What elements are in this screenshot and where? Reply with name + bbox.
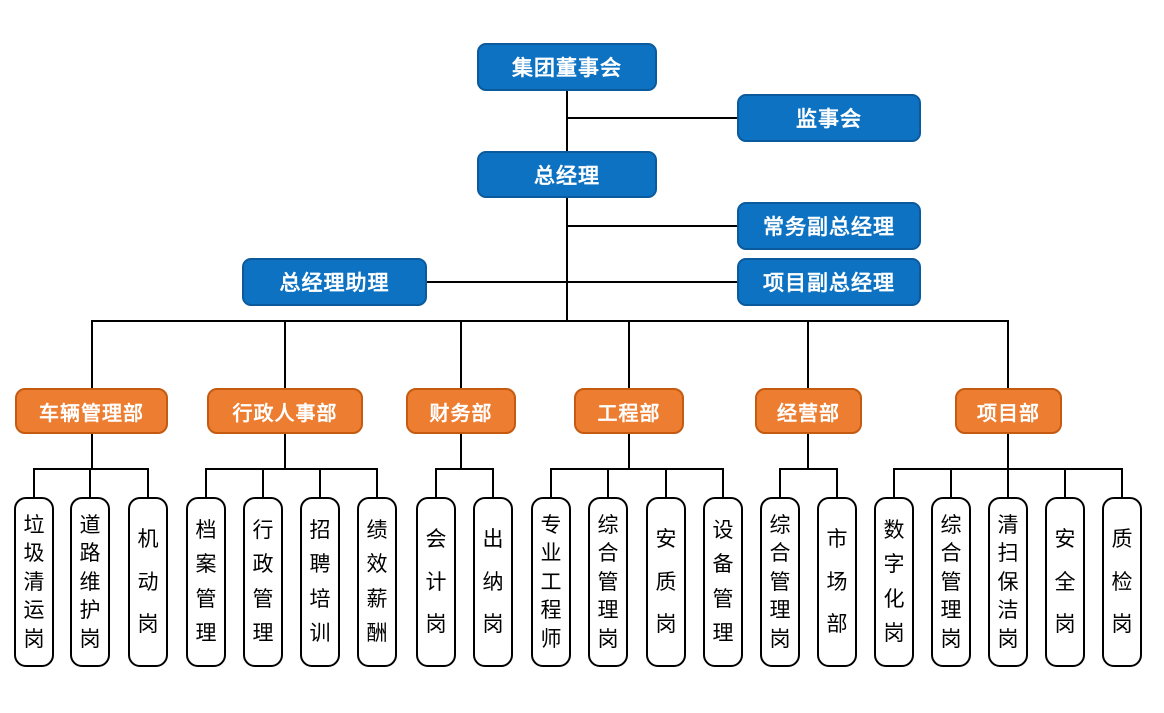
position-box: 专业工程师 — [531, 497, 571, 667]
connector-line — [550, 468, 552, 497]
dept-engineering: 工程部 — [574, 388, 684, 434]
connector-line — [722, 468, 724, 497]
position-label: 市场部 — [826, 526, 848, 637]
position-label: 行政管理 — [252, 518, 274, 645]
position-label: 垃圾清运岗 — [23, 512, 45, 651]
position-label: 数字化岗 — [883, 518, 905, 645]
position-label: 清扫保洁岗 — [997, 512, 1019, 651]
position-label: 综合管理岗 — [597, 512, 619, 651]
dept-operations: 经营部 — [755, 388, 862, 434]
connector-line — [628, 320, 630, 388]
connector-line — [91, 434, 93, 468]
position-box: 质检岗 — [1102, 497, 1142, 667]
connector-line — [567, 117, 737, 119]
position-label: 档案管理 — [195, 518, 217, 645]
connector-line — [435, 468, 437, 497]
connector-line — [1007, 468, 1009, 497]
dept-admin-hr: 行政人事部 — [207, 388, 363, 434]
position-label: 道路维护岗 — [79, 512, 101, 651]
position-box: 绩效薪酬 — [357, 497, 397, 667]
position-box: 综合管理岗 — [760, 497, 800, 667]
position-label: 设备管理 — [712, 518, 734, 645]
position-box: 垃圾清运岗 — [14, 497, 54, 667]
connector-line — [427, 281, 737, 283]
position-box: 综合管理岗 — [931, 497, 971, 667]
connector-line — [628, 434, 630, 468]
connector-line — [950, 468, 952, 497]
dept-vehicle-management: 车辆管理部 — [15, 388, 168, 434]
position-box: 清扫保洁岗 — [988, 497, 1028, 667]
connector-line — [435, 468, 493, 470]
connector-line — [566, 91, 568, 153]
position-label: 专业工程师 — [540, 512, 562, 651]
dept-finance: 财务部 — [406, 388, 516, 434]
node-group-board: 集团董事会 — [477, 43, 657, 91]
connector-line — [205, 468, 377, 470]
connector-line — [91, 320, 93, 388]
position-box: 市场部 — [817, 497, 857, 667]
connector-line — [33, 468, 35, 497]
connector-line — [566, 198, 568, 322]
connector-line — [1007, 434, 1009, 468]
connector-line — [550, 468, 723, 470]
position-box: 会计岗 — [416, 497, 456, 667]
position-box: 道路维护岗 — [70, 497, 110, 667]
position-box: 行政管理 — [243, 497, 283, 667]
connector-line — [205, 468, 207, 497]
connector-line — [262, 468, 264, 497]
connector-line — [460, 320, 462, 388]
position-box: 综合管理岗 — [588, 497, 628, 667]
position-box: 招聘培训 — [300, 497, 340, 667]
connector-line — [284, 434, 286, 468]
position-label: 绩效薪酬 — [366, 518, 388, 645]
position-box: 安质岗 — [646, 497, 686, 667]
position-box: 档案管理 — [186, 497, 226, 667]
position-label: 安全岗 — [1054, 526, 1076, 637]
connector-line — [1121, 468, 1123, 497]
node-general-manager: 总经理 — [477, 151, 657, 198]
connector-line — [1007, 320, 1009, 388]
connector-line — [893, 468, 895, 497]
connector-line — [665, 468, 667, 497]
position-box: 设备管理 — [703, 497, 743, 667]
connector-line — [460, 434, 462, 468]
position-label: 安质岗 — [655, 526, 677, 637]
position-label: 机动岗 — [137, 526, 159, 637]
node-gm-assistant: 总经理助理 — [242, 258, 427, 306]
position-label: 招聘培训 — [309, 518, 331, 645]
connector-line — [807, 320, 809, 388]
connector-line — [836, 468, 838, 497]
position-label: 综合管理岗 — [769, 512, 791, 651]
position-box: 数字化岗 — [874, 497, 914, 667]
position-label: 质检岗 — [1111, 526, 1133, 637]
connector-line — [779, 468, 837, 470]
connector-line — [319, 468, 321, 497]
connector-line — [492, 468, 494, 497]
position-box: 出纳岗 — [473, 497, 513, 667]
node-executive-deputy-gm: 常务副总经理 — [737, 202, 921, 250]
position-label: 会计岗 — [425, 526, 447, 637]
connector-line — [376, 468, 378, 497]
connector-line — [779, 468, 781, 497]
connector-line — [807, 434, 809, 468]
position-box: 机动岗 — [128, 497, 168, 667]
connector-line — [284, 320, 286, 388]
position-label: 综合管理岗 — [940, 512, 962, 651]
position-box: 安全岗 — [1045, 497, 1085, 667]
node-supervisory-board: 监事会 — [737, 94, 921, 142]
connector-line — [92, 320, 1008, 322]
position-label: 出纳岗 — [482, 526, 504, 637]
connector-line — [1064, 468, 1066, 497]
node-project-deputy-gm: 项目副总经理 — [737, 258, 921, 306]
dept-project: 项目部 — [955, 388, 1062, 434]
connector-line — [147, 468, 149, 497]
connector-line — [607, 468, 609, 497]
connector-line — [89, 468, 91, 497]
connector-line — [567, 225, 737, 227]
